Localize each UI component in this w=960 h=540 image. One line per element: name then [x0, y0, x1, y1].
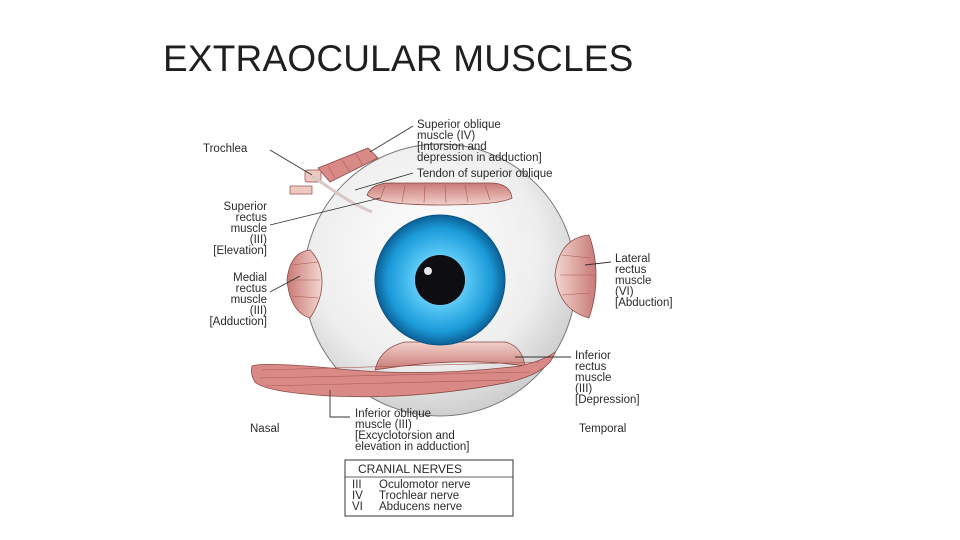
legend-nerve-name: Abducens nerve: [379, 501, 462, 513]
svg-text:Lateral: Lateral: [615, 253, 650, 265]
svg-text:(VI): (VI): [615, 286, 634, 298]
svg-text:muscle: muscle: [615, 275, 651, 287]
svg-text:Inferior oblique: Inferior oblique: [355, 408, 431, 420]
svg-text:[Excyclotorsion and: [Excyclotorsion and: [355, 430, 455, 442]
svg-text:elevation in adduction]: elevation in adduction]: [355, 441, 469, 453]
svg-text:Trochlea: Trochlea: [203, 143, 248, 155]
legend-nerve-name: Trochlear nerve: [379, 490, 459, 502]
superior-rectus-muscle: [366, 182, 513, 206]
svg-text:rectus: rectus: [236, 283, 268, 295]
svg-text:muscle: muscle: [575, 372, 611, 384]
svg-text:(III): (III): [250, 234, 267, 246]
svg-text:rectus: rectus: [236, 212, 268, 224]
label-inferior-rectus: Inferior rectus muscle (III) [Depression…: [575, 350, 640, 406]
svg-text:muscle (IV): muscle (IV): [417, 130, 475, 142]
label-temporal: Temporal: [579, 423, 626, 435]
legend-numeral: VI: [352, 501, 363, 513]
leader-lines: [269, 125, 612, 418]
svg-text:muscle: muscle: [231, 223, 267, 235]
label-medial-rectus: Medial rectus muscle (III) [Adduction]: [209, 272, 267, 328]
label-trochlea: Trochlea: [203, 143, 248, 155]
svg-text:[Abduction]: [Abduction]: [615, 297, 673, 309]
superior-oblique-muscle: [317, 147, 379, 183]
svg-text:rectus: rectus: [575, 361, 607, 373]
label-inferior-oblique: Inferior oblique muscle (III) [Excycloto…: [355, 408, 469, 453]
legend-numeral: III: [352, 479, 362, 491]
svg-text:depression in adduction]: depression in adduction]: [417, 152, 542, 164]
svg-text:Inferior: Inferior: [575, 350, 611, 362]
svg-text:muscle (III): muscle (III): [355, 419, 412, 431]
svg-text:[Elevation]: [Elevation]: [213, 245, 267, 257]
legend-nerve-name: Oculomotor nerve: [379, 479, 470, 491]
slide-title: EXTRAOCULAR MUSCLES: [163, 38, 634, 79]
legend-heading: CRANIAL NERVES: [358, 462, 462, 476]
svg-text:Tendon of superior oblique: Tendon of superior oblique: [417, 168, 553, 180]
pupil-highlight: [424, 267, 432, 275]
pupil: [415, 255, 465, 305]
inferior-rectus-muscle: [374, 341, 526, 371]
svg-text:[Intorsion and: [Intorsion and: [417, 141, 487, 153]
medial-rectus-muscle: [286, 249, 323, 319]
label-tendon-superior-oblique: Tendon of superior oblique: [417, 168, 553, 180]
svg-text:(III): (III): [250, 305, 267, 317]
svg-text:[Adduction]: [Adduction]: [209, 316, 267, 328]
legend-numeral: IV: [352, 490, 363, 502]
svg-text:Superior: Superior: [224, 201, 268, 213]
svg-text:Medial: Medial: [233, 272, 267, 284]
svg-text:(III): (III): [575, 383, 592, 395]
trochlea-base: [289, 185, 313, 195]
label-superior-rectus: Superior rectus muscle (III) [Elevation]: [213, 201, 267, 257]
label-lateral-rectus: Lateral rectus muscle (VI) [Abduction]: [615, 253, 673, 309]
inferior-oblique-muscle: [251, 350, 556, 398]
cranial-nerves-legend: CRANIAL NERVES III Oculomotor nerve IV T…: [344, 459, 514, 517]
svg-text:Superior oblique: Superior oblique: [417, 119, 501, 131]
svg-text:rectus: rectus: [615, 264, 647, 276]
superior-oblique-tendon: [311, 174, 373, 214]
svg-text:[Depression]: [Depression]: [575, 394, 640, 406]
label-superior-oblique: Superior oblique muscle (IV) [Intorsion …: [417, 119, 542, 164]
svg-text:muscle: muscle: [231, 294, 267, 306]
label-nasal: Nasal: [250, 423, 279, 435]
